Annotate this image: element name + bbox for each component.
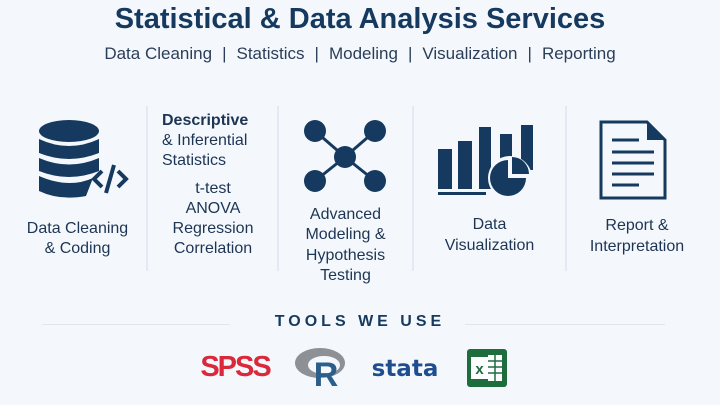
list-item: Regression — [172, 220, 254, 237]
service-label: Report & — [605, 217, 669, 234]
service-label: Testing — [320, 267, 371, 284]
subtitle-item: Reporting — [541, 44, 616, 63]
spss-logo-text: SPSS — [200, 351, 271, 380]
divider-line — [42, 324, 230, 325]
service-label: Data Cleaning — [26, 220, 129, 237]
tools-title: TOOLS WE USE — [274, 313, 446, 330]
column-divider — [277, 106, 279, 271]
column-divider — [412, 106, 414, 271]
excel-logo: x — [467, 349, 507, 387]
document-icon — [599, 120, 667, 200]
divider-line — [465, 324, 665, 325]
list-item: ANOVA — [185, 200, 241, 217]
service-label: Modeling & — [305, 226, 386, 243]
bar-pie-chart-icon — [438, 125, 533, 199]
separator: | — [314, 44, 319, 63]
service-data-cleaning: Data Cleaning & Coding — [10, 105, 145, 265]
service-report: Report & Interpretation — [567, 105, 707, 265]
column-divider — [146, 106, 148, 271]
service-modeling: Advanced Modeling & Hypothesis Testing — [279, 105, 412, 284]
statistics-list: t-test ANOVA Regression Correlation — [150, 179, 276, 259]
service-label: Data — [472, 216, 507, 233]
stata-logo: Stata — [372, 356, 439, 381]
heading-line: & Inferential — [162, 132, 248, 149]
statistics-heading: Descriptive & Inferential Statistics — [150, 111, 276, 171]
service-label: & Coding — [44, 240, 111, 257]
service-label: Advanced — [309, 206, 382, 223]
r-logo-text: R — [314, 356, 339, 388]
stata-logo-text: Stata — [372, 356, 439, 381]
heading-line: Descriptive — [162, 112, 249, 129]
service-visualization: Data Visualization — [414, 105, 565, 265]
page-title: Statistical & Data Analysis Services — [114, 3, 606, 35]
database-code-icon — [39, 120, 129, 198]
excel-x-icon: x — [475, 361, 484, 378]
subtitle-item: Visualization — [422, 44, 518, 63]
column-divider — [565, 106, 567, 271]
separator: | — [527, 44, 532, 63]
subtitle-item: Data Cleaning — [104, 44, 213, 63]
service-label: Hypothesis — [305, 247, 386, 264]
spss-logo: SPSS — [200, 351, 273, 380]
r-logo: R — [295, 348, 345, 388]
service-label: Interpretation — [589, 238, 685, 255]
service-label: Visualization — [444, 237, 535, 254]
separator: | — [407, 44, 413, 63]
heading-line: Statistics — [162, 152, 227, 169]
subtitle-item: Statistics — [236, 44, 305, 63]
list-item: t-test — [195, 180, 231, 197]
network-icon — [304, 120, 386, 192]
list-item: Correlation — [173, 240, 253, 257]
subtitle: Data Cleaning | Statistics | Modeling | Visual… — [0, 43, 720, 65]
service-statistics: Descriptive & Inferential Statistics t-t… — [150, 111, 276, 271]
subtitle-item: Modeling — [328, 44, 398, 63]
separator: | — [222, 44, 227, 63]
